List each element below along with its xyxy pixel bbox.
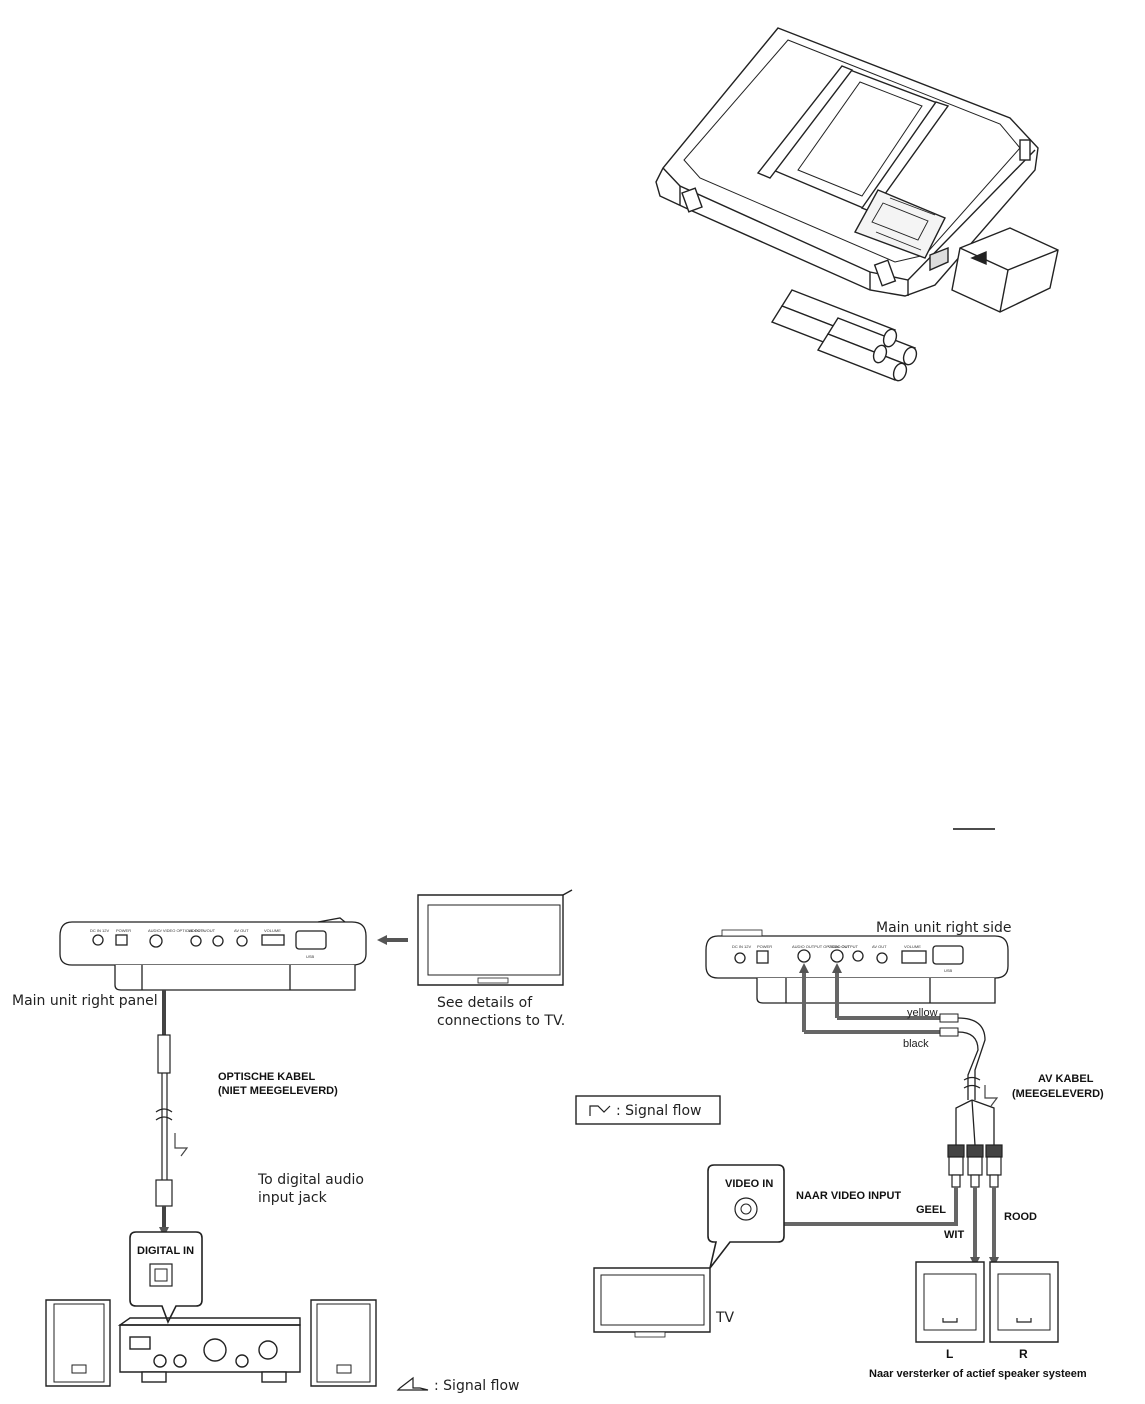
jack-label: USB [944, 968, 953, 973]
panel-label: Main unit right panel [12, 993, 158, 1009]
tv-set-right [593, 1267, 711, 1338]
jack-label: POWER [116, 928, 131, 933]
signal-flow-legend-left: : Signal flow [434, 1378, 519, 1394]
cable-label-line1: OPTISCHE KABEL [218, 1071, 315, 1083]
tv-note-line1: See details of [437, 995, 533, 1011]
video-in-callout [707, 1164, 785, 1269]
jack-label: AV OUT [234, 928, 249, 933]
battery-compartment [853, 189, 946, 259]
right-speaker-left-diagram [310, 1299, 377, 1387]
digital-in-label: DIGITAL IN [137, 1245, 194, 1257]
wire-black-label: black [903, 1038, 929, 1050]
jack-label: VIDEO OUTPUT [828, 944, 859, 949]
batteries [770, 289, 918, 382]
jack-label: VIDEO IN/OUT [188, 928, 216, 933]
av-wires [799, 963, 999, 1146]
rood-label: ROOD [1004, 1211, 1037, 1223]
jack-label: AUDIO OUTPUT OPTICAL OUT [792, 944, 850, 949]
right-connection-diagram: Main unit right side DC IN 12V POWER AUD… [575, 920, 1104, 1380]
wit-label: WIT [944, 1229, 964, 1241]
signal-flow-icon [984, 1085, 999, 1107]
signal-flow-legend-right: : Signal flow [616, 1103, 701, 1119]
rca-plugs [947, 1144, 1003, 1188]
av-cable-label-line2: (MEEGELEVERD) [1012, 1088, 1104, 1100]
video-in-label: VIDEO IN [725, 1178, 773, 1190]
speaker-l-label: L [946, 1347, 953, 1361]
cable-label-line2: (NIET MEEGELEVERD) [218, 1085, 338, 1097]
speaker-right [989, 1261, 1059, 1343]
jack-label: DC IN 12V [90, 928, 109, 933]
naar-video-input: NAAR VIDEO INPUT [796, 1190, 901, 1202]
footer-label: Naar versterker of actief speaker systee… [869, 1368, 1087, 1380]
speaker-left [915, 1261, 985, 1343]
wire-yellow-label: yellow [907, 1007, 938, 1019]
player-right-panel-right [705, 929, 1009, 1004]
left-connection-diagram: DC IN 12V POWER AUDIO/ VIDEO OPTICAL OUT… [12, 889, 573, 1394]
av-cable-label-line1: AV KABEL [1038, 1073, 1094, 1085]
optical-cable [155, 990, 189, 1237]
speaker-r-label: R [1019, 1347, 1028, 1361]
jack-label: DC IN 12V [732, 944, 751, 949]
jack-label: AUDIO/ VIDEO OPTICAL OUT [148, 928, 204, 933]
digital-in-callout [129, 1231, 203, 1324]
panel-jack-labels-left: DC IN 12V POWER AUDIO/ VIDEO OPTICAL OUT… [90, 928, 315, 959]
battery-cover [951, 227, 1059, 313]
jack-label: VOLUME [904, 944, 921, 949]
tv-set-left [417, 889, 573, 986]
side-label: Main unit right side [876, 920, 1011, 936]
rca-arrows [771, 1187, 999, 1267]
tv-note-line2: connections to TV. [437, 1013, 565, 1029]
signal-flow-icon [174, 1133, 189, 1157]
jack-label: AV OUT [872, 944, 887, 949]
signal-flow-legend-icon [396, 1376, 429, 1391]
left-speaker-left-diagram [45, 1299, 111, 1387]
amplifier [117, 1317, 301, 1383]
panel-jack-labels-right: DC IN 12V POWER AUDIO OUTPUT OPTICAL OUT… [732, 944, 953, 973]
battery-pack-figure [655, 27, 1059, 382]
target-line2: input jack [258, 1190, 328, 1206]
target-line1: To digital audio [257, 1172, 364, 1188]
jack-label: USB [306, 954, 315, 959]
geel-label: GEEL [916, 1204, 946, 1216]
signal-flow-legend-box: : Signal flow [575, 1095, 721, 1125]
jack-label: POWER [757, 944, 772, 949]
player-right-panel-left [59, 917, 367, 991]
tv-label: TV [715, 1310, 735, 1326]
jack-label: VOLUME [264, 928, 281, 933]
